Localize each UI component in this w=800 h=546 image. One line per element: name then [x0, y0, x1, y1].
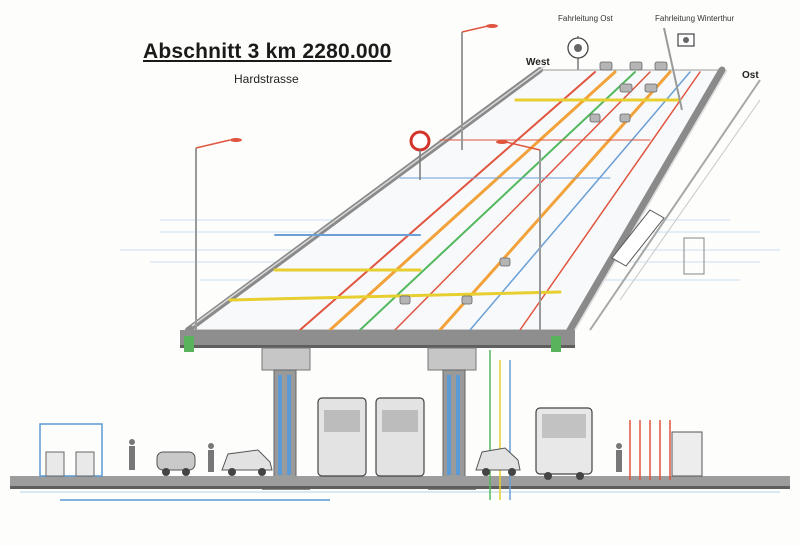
- deck-vehicle-markers: [399, 61, 668, 305]
- conduit-drops: [489, 350, 671, 500]
- utility-cabinet-right: [671, 431, 703, 477]
- camera-right-label: Fahrleitung Winterthur: [655, 14, 735, 23]
- camera-icon: [567, 37, 589, 59]
- transverse-bars: [228, 98, 682, 302]
- ground-road: [10, 476, 790, 501]
- car-icon: [156, 451, 196, 476]
- street-lamp-icon: [195, 138, 242, 330]
- utility-cabinet-left: [39, 423, 103, 477]
- tram-icon: [375, 397, 425, 477]
- person-icon: [208, 443, 214, 472]
- tram-icon: [317, 397, 367, 477]
- street-lamp-icon: [461, 24, 498, 150]
- direction-west-label: West: [526, 57, 550, 68]
- page-title: Abschnitt 3 km 2280.000: [143, 40, 392, 63]
- no-entry-sign-icon: [409, 130, 431, 180]
- camera-left-label: Fahrleitung Ost: [558, 14, 613, 23]
- person-icon: [616, 443, 622, 472]
- cable-runs: [299, 70, 701, 332]
- page-subtitle: Hardstrasse: [234, 72, 299, 86]
- direction-east-label: Ost: [742, 70, 759, 81]
- street-lamp-icon: [496, 140, 541, 330]
- bus-icon: [535, 407, 593, 480]
- piers: [261, 347, 477, 490]
- camera-icon: [677, 33, 695, 47]
- car-icon: [221, 449, 273, 476]
- deck-beam: [180, 330, 575, 352]
- person-icon: [129, 439, 135, 470]
- side-panel: [611, 209, 705, 275]
- car-icon: [475, 447, 521, 476]
